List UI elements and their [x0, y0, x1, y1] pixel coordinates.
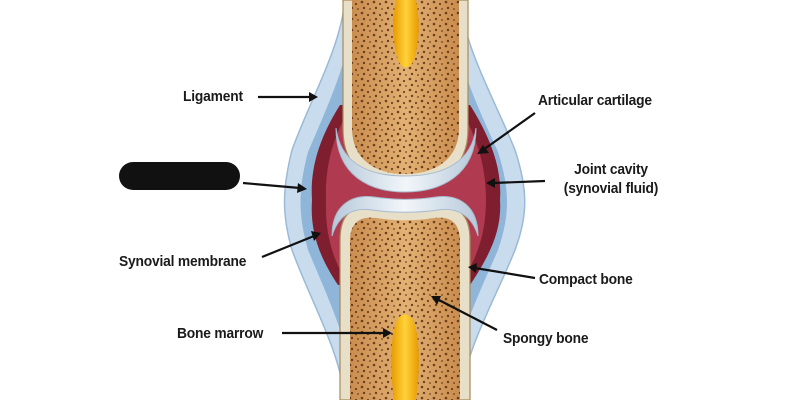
lower-spongy-pores [350, 217, 460, 400]
arrowhead-compact-bone [468, 263, 477, 273]
arrowhead-ligament [309, 92, 318, 102]
arrow-redacted [242, 181, 301, 190]
arrowhead-joint-cavity [486, 178, 495, 188]
upper-articular-cartilage [335, 127, 477, 193]
label-spongy-bone: Spongy bone [503, 330, 589, 347]
upper-bone-marrow [393, 0, 419, 68]
arrowhead-spongy-bone [431, 296, 441, 305]
arrowhead-articular-cartilage [477, 145, 489, 154]
label-joint-cavity-line2: (synovial fluid) [563, 180, 659, 197]
label-bone-marrow: Bone marrow [177, 325, 264, 342]
arrowhead-redacted [297, 183, 307, 193]
arrowhead-bone-marrow [383, 328, 392, 338]
lower-bone-marrow [391, 314, 419, 400]
label-synovial-membrane: Synovial membrane [119, 253, 247, 270]
arrow-compact-bone [474, 266, 536, 280]
arrowhead-synovial-membrane [311, 231, 321, 241]
label-joint-cavity-line1: Joint cavity [574, 161, 648, 178]
arrow-articular-cartilage [482, 112, 536, 151]
upper-spongy-pores [352, 0, 459, 174]
redacted-label [119, 162, 240, 190]
label-ligament: Ligament [183, 88, 243, 105]
arrow-spongy-bone [436, 298, 498, 331]
label-compact-bone: Compact bone [539, 271, 633, 288]
lower-articular-cartilage [331, 196, 479, 237]
arrow-synovial-membrane [261, 234, 315, 259]
pointer-arrows [242, 92, 546, 338]
arrow-joint-cavity [492, 179, 546, 185]
label-articular-cartilage: Articular cartilage [538, 92, 652, 109]
